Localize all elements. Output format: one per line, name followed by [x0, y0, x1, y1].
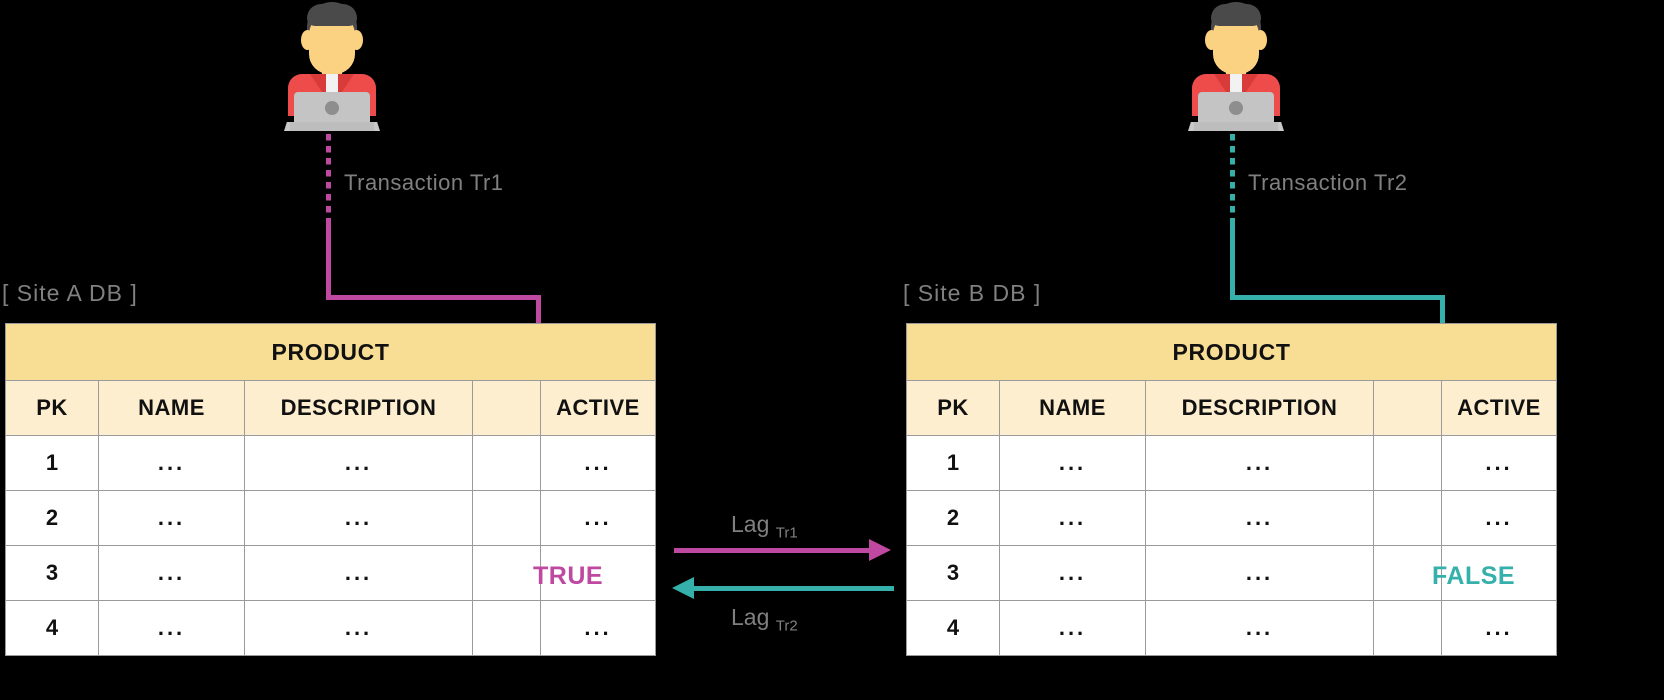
cell-active: ...: [539, 435, 657, 491]
cell-active: ...: [1440, 490, 1558, 546]
cell-name: ...: [98, 545, 245, 601]
cell-name: ...: [999, 435, 1146, 491]
person-at-laptop-icon-left: [276, 0, 388, 131]
cell-description: ...: [1145, 545, 1374, 601]
written-value-true: TRUE: [533, 562, 604, 590]
cell-spacer: [1373, 600, 1442, 656]
table-row: 2 ... ... ...: [906, 490, 1558, 546]
cell-pk: 4: [906, 600, 1000, 656]
table-title-cell: PRODUCT: [905, 323, 1558, 381]
column-header-description: DESCRIPTION: [244, 380, 473, 436]
product-table-site-a: PRODUCT PK NAME DESCRIPTION ACTIVE 1 ...…: [4, 323, 657, 656]
cell-active: ...: [539, 490, 657, 546]
cell-pk: 3: [906, 545, 1000, 601]
column-header-spacer: [1373, 380, 1442, 436]
product-table-site-b: PRODUCT PK NAME DESCRIPTION ACTIVE 1 ...…: [905, 323, 1558, 656]
column-header-spacer: [472, 380, 541, 436]
cell-active: ...: [539, 600, 657, 656]
laptop-logo-shape: [1229, 101, 1243, 115]
person-at-laptop-icon-right: [1180, 0, 1292, 131]
column-header-pk: PK: [906, 380, 1000, 436]
cell-name: ...: [999, 490, 1146, 546]
laptop-logo-shape: [325, 101, 339, 115]
cell-spacer: [472, 490, 541, 546]
cell-spacer: [1373, 435, 1442, 491]
table-row: 1 ... ... ...: [5, 435, 657, 491]
column-header-name: NAME: [98, 380, 245, 436]
table-title-row: PRODUCT: [905, 323, 1558, 381]
table-row-highlighted: 3 ... ...: [5, 545, 657, 601]
lag-tr2-arrowhead-icon: [672, 577, 694, 599]
laptop-base-inner-shape: [290, 122, 374, 131]
site-label-a: [ Site A DB ]: [2, 280, 138, 306]
cell-description: ...: [244, 545, 473, 601]
transaction-label-tr1: Transaction Tr1: [344, 170, 504, 195]
cell-description: ...: [1145, 435, 1374, 491]
tr1-vertical-connector: [326, 218, 331, 300]
cell-pk: 3: [5, 545, 99, 601]
lag-top-text: Lag: [731, 511, 770, 537]
cell-name: ...: [98, 600, 245, 656]
table-header-row: PK NAME DESCRIPTION ACTIVE: [5, 380, 657, 436]
site-label-b: [ Site B DB ]: [903, 280, 1042, 306]
cell-spacer: [472, 435, 541, 491]
tr2-vertical-connector: [1230, 218, 1235, 300]
table-row: 1 ... ... ...: [906, 435, 1558, 491]
cell-description: ...: [244, 600, 473, 656]
cell-spacer: [1373, 490, 1442, 546]
lag-tr1-arrowhead-icon: [869, 539, 891, 561]
table-header-row: PK NAME DESCRIPTION ACTIVE: [906, 380, 1558, 436]
cell-pk: 2: [5, 490, 99, 546]
cell-active: ...: [1440, 435, 1558, 491]
cell-description: ...: [244, 490, 473, 546]
fringe-shape: [307, 4, 357, 26]
cell-name: ...: [999, 545, 1146, 601]
column-header-active: ACTIVE: [539, 380, 657, 436]
fringe-shape: [1211, 4, 1261, 26]
cell-active: ...: [1440, 600, 1558, 656]
column-header-description: DESCRIPTION: [1145, 380, 1374, 436]
table-row: 4 ... ... ...: [906, 600, 1558, 656]
cell-pk: 1: [906, 435, 1000, 491]
lag-label-tr2: Lag Tr2: [731, 604, 798, 635]
tr2-dotted-connector: [1230, 134, 1235, 220]
laptop-base-inner-shape: [1194, 122, 1278, 131]
table-title-cell: PRODUCT: [4, 323, 657, 381]
lag-tr2-arrow-line: [694, 586, 894, 591]
lag-bottom-subscript: Tr2: [775, 617, 798, 635]
lag-bottom-text: Lag: [731, 604, 770, 630]
cell-description: ...: [244, 435, 473, 491]
tr1-horizontal-connector: [326, 295, 541, 300]
column-header-name: NAME: [999, 380, 1146, 436]
cell-spacer: [472, 600, 541, 656]
cell-pk: 2: [906, 490, 1000, 546]
table-row-highlighted: 3 ... ...: [906, 545, 1558, 601]
tr1-dotted-connector: [326, 134, 331, 220]
cell-name: ...: [999, 600, 1146, 656]
column-header-pk: PK: [5, 380, 99, 436]
lag-tr1-arrow-line: [674, 548, 874, 553]
table-row: 2 ... ... ...: [5, 490, 657, 546]
cell-description: ...: [1145, 600, 1374, 656]
cell-description: ...: [1145, 490, 1374, 546]
table-row: 4 ... ... ...: [5, 600, 657, 656]
cell-name: ...: [98, 435, 245, 491]
cell-active-written: [539, 545, 657, 601]
cell-active-written: [1440, 545, 1558, 601]
tr2-horizontal-connector: [1230, 295, 1445, 300]
written-value-false: FALSE: [1432, 562, 1516, 590]
lag-label-tr1: Lag Tr1: [731, 511, 798, 542]
cell-pk: 4: [5, 600, 99, 656]
cell-pk: 1: [5, 435, 99, 491]
cell-spacer: [472, 545, 541, 601]
table-title-row: PRODUCT: [4, 323, 657, 381]
column-header-active: ACTIVE: [1440, 380, 1558, 436]
lag-top-subscript: Tr1: [775, 524, 798, 542]
cell-name: ...: [98, 490, 245, 546]
transaction-label-tr2: Transaction Tr2: [1248, 170, 1408, 195]
